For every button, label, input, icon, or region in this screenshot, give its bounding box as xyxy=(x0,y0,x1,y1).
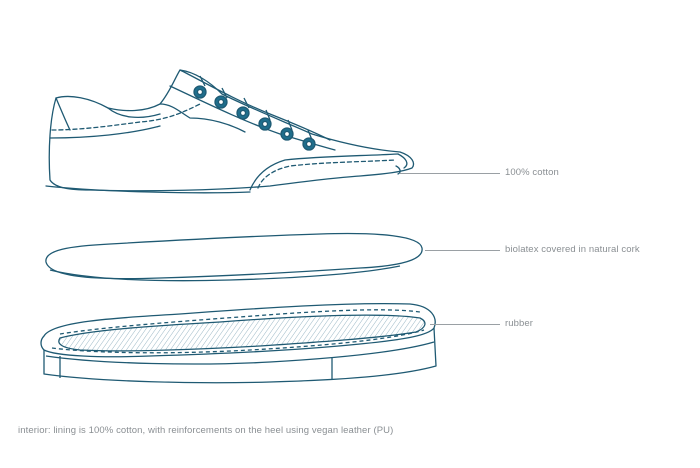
insole-material-label: biolatex covered in natural cork xyxy=(505,244,640,255)
insole-outline xyxy=(45,232,423,280)
upper-lace-panel xyxy=(179,69,331,141)
lace-eyelets xyxy=(193,75,316,151)
eyelet-5 xyxy=(280,119,294,141)
outsole-rim xyxy=(40,302,436,358)
upper-heel-seam xyxy=(49,125,161,139)
eyelet-2 xyxy=(214,87,228,109)
shoe-upper xyxy=(45,69,415,194)
upper-material-label: 100% cotton xyxy=(505,167,559,178)
upper-heel-stitch xyxy=(51,103,201,131)
shoe-outsole xyxy=(40,302,437,384)
shoe-insole xyxy=(45,232,423,282)
eyelet-1 xyxy=(193,75,207,99)
upper-outline xyxy=(48,69,415,192)
sole-material-label: rubber xyxy=(505,318,534,329)
leader-line-sole xyxy=(430,324,500,325)
eyelet-4 xyxy=(258,109,272,131)
upper-bottom-edge xyxy=(45,185,251,194)
leader-line-upper xyxy=(400,173,500,174)
outsole-sidewall xyxy=(43,327,437,384)
eyelet-3 xyxy=(236,97,250,120)
upper-toe-cap xyxy=(249,153,399,191)
eyelet-6 xyxy=(302,129,316,151)
outsole-footbed-hatch xyxy=(58,314,426,352)
leader-line-insole xyxy=(425,250,500,251)
upper-collar xyxy=(159,103,246,133)
interior-footnote: interior: lining is 100% cotton, with re… xyxy=(18,425,394,436)
